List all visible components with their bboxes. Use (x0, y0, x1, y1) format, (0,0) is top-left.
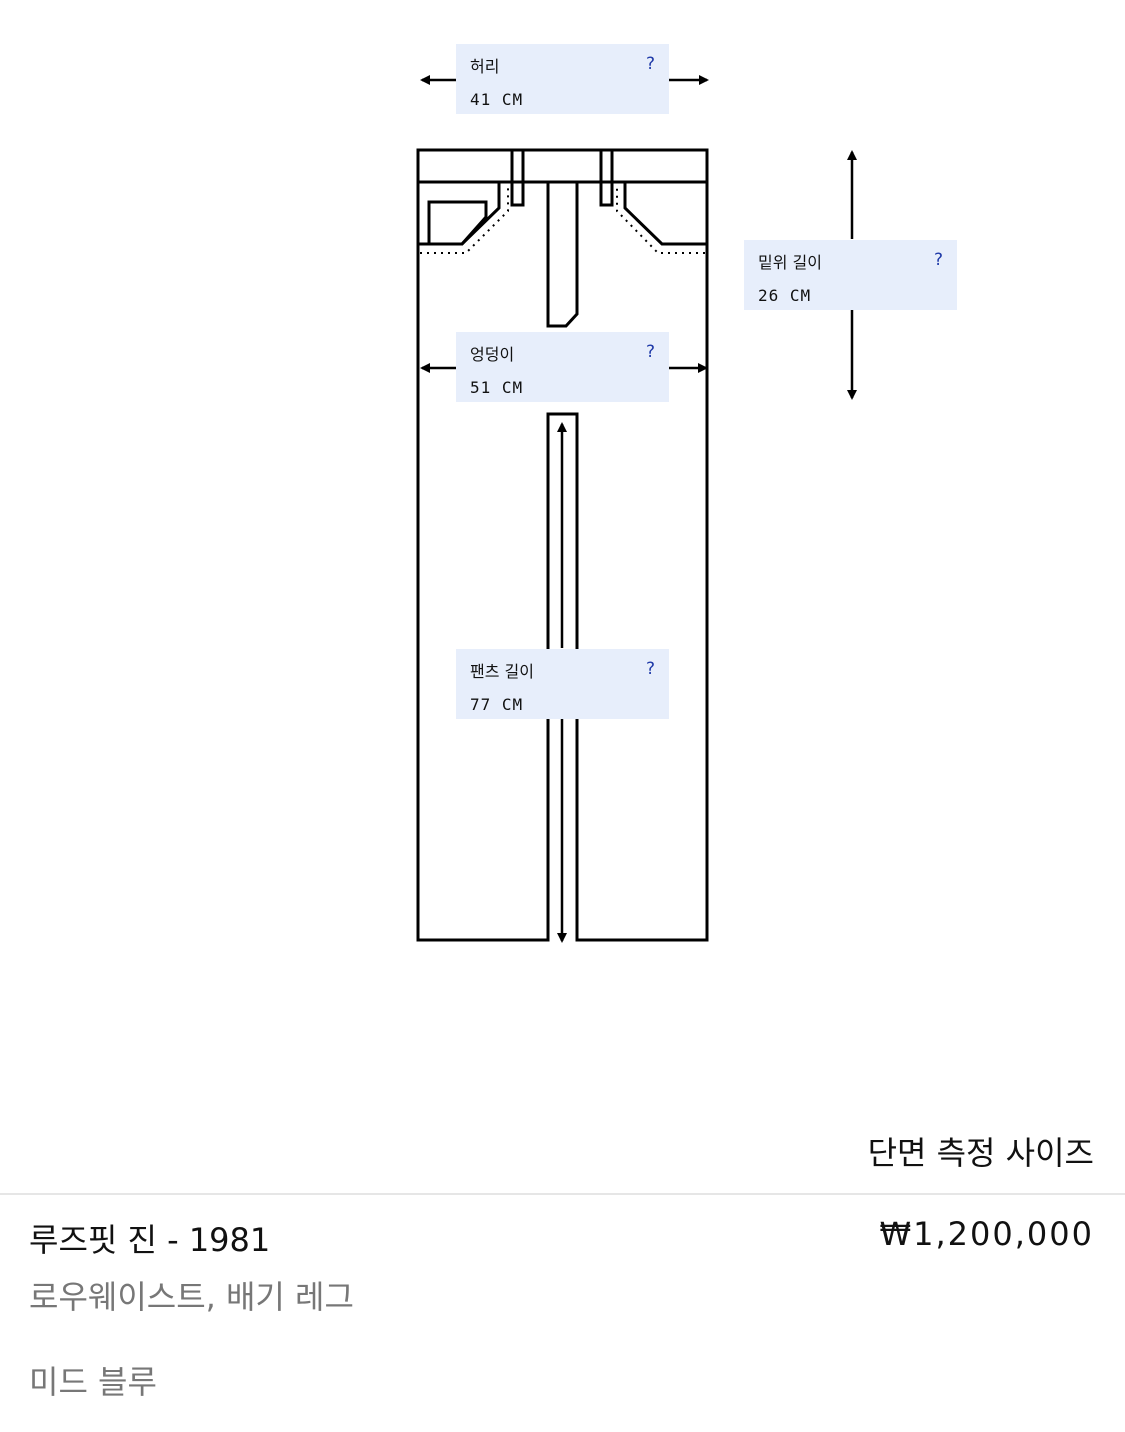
waist-measurement[interactable]: 허리 ? 41 CM (456, 44, 669, 114)
measurement-arrows (420, 75, 857, 943)
product-price: ₩1,200,000 (879, 1215, 1094, 1253)
length-label: 팬츠 길이 (470, 662, 534, 681)
hip-label: 엉덩이 (470, 345, 515, 364)
waist-label: 허리 (470, 57, 500, 76)
length-help-icon[interactable]: ? (645, 659, 655, 679)
hip-measurement[interactable]: 엉덩이 ? 51 CM (456, 332, 669, 402)
length-measurement[interactable]: 팬츠 길이 ? 77 CM (456, 649, 669, 719)
rise-value: 26 CM (758, 286, 812, 305)
rise-measurement[interactable]: 밑위 길이 ? 26 CM (744, 240, 957, 310)
divider (0, 1193, 1125, 1195)
product-description: 로우웨이스트, 배기 레그 (29, 1278, 354, 1316)
size-caption: 단면 측정 사이즈 (867, 1134, 1094, 1172)
rise-help-icon[interactable]: ? (933, 250, 943, 270)
hip-help-icon[interactable]: ? (645, 342, 655, 362)
pants-outline (416, 148, 709, 942)
product-color: 미드 블루 (29, 1363, 157, 1401)
waist-help-icon[interactable]: ? (645, 54, 655, 74)
length-value: 77 CM (470, 695, 524, 714)
rise-label: 밑위 길이 (758, 253, 822, 272)
waist-value: 41 CM (470, 90, 524, 109)
pants-stitching (420, 184, 705, 254)
pants-size-diagram (416, 75, 857, 943)
hip-value: 51 CM (470, 378, 524, 397)
product-name: 루즈핏 진 - 1981 (29, 1221, 271, 1259)
